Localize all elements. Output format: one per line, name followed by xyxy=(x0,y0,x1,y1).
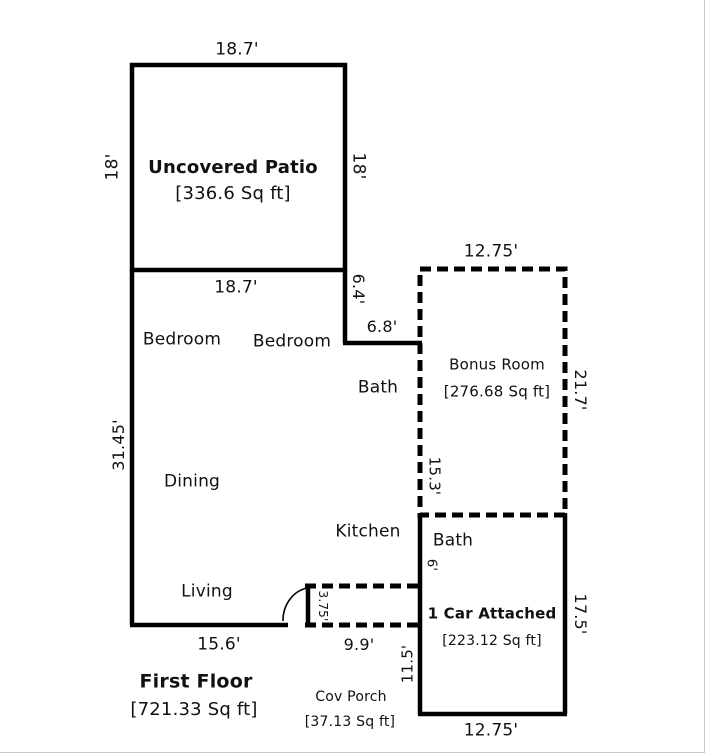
dim-garage-bottom: 12.75' xyxy=(463,720,519,741)
dim-wall-6-8: 6.8' xyxy=(366,317,398,336)
bedroom-left-label: Bedroom xyxy=(142,329,222,350)
dim-garage-right: 17.5' xyxy=(571,593,590,635)
living-label: Living xyxy=(181,581,233,602)
dim-porch-left: 11.5' xyxy=(398,644,417,684)
floor-area: [721.33 Sq ft] xyxy=(130,699,258,720)
bonus-name: Bonus Room xyxy=(449,355,545,374)
patio-name: Uncovered Patio xyxy=(148,157,318,178)
dim-patio-top: 18.7' xyxy=(215,39,259,60)
dim-patio-right: 18' xyxy=(348,152,369,180)
dim-bonus-right: 21.7' xyxy=(571,369,590,411)
bath-garage-label: Bath xyxy=(432,530,474,551)
dim-floor-bottom: 15.6' xyxy=(197,634,241,655)
garage-walls xyxy=(417,513,568,717)
porch-area: [37.13 Sq ft] xyxy=(304,714,396,730)
door-swing-arc xyxy=(282,587,308,622)
kitchen-label: Kitchen xyxy=(335,521,401,542)
porch-name: Cov Porch xyxy=(315,689,387,705)
dining-label: Dining xyxy=(163,471,221,492)
garage-name: 1 Car Attached xyxy=(427,604,557,623)
dim-bonus-top: 12.75' xyxy=(463,241,519,262)
porch-walls xyxy=(305,583,420,628)
dim-door-width: 3.75' xyxy=(316,590,330,622)
dim-patio-bottom: 18.7' xyxy=(214,277,258,298)
dim-porch-bottom: 9.9' xyxy=(343,635,375,654)
dim-bonus-left: 15.3' xyxy=(425,456,444,496)
dim-bath-wall: 6' xyxy=(423,558,439,572)
floor-name: First Floor xyxy=(139,670,253,693)
bath-main-label: Bath xyxy=(357,377,399,398)
patio-walls xyxy=(129,62,348,273)
patio-area: [336.6 Sq ft] xyxy=(175,183,291,204)
bonus-area: [276.68 Sq ft] xyxy=(443,382,551,401)
dim-patio-left: 18' xyxy=(102,153,123,181)
dim-floor-left: 31.45' xyxy=(109,419,128,471)
bedroom-right-label: Bedroom xyxy=(252,331,332,352)
dim-wall-6-4: 6.4' xyxy=(349,273,368,305)
main-floor-walls xyxy=(129,270,422,628)
garage-area: [223.12 Sq ft] xyxy=(442,633,542,649)
bonus-room-walls xyxy=(417,266,568,518)
